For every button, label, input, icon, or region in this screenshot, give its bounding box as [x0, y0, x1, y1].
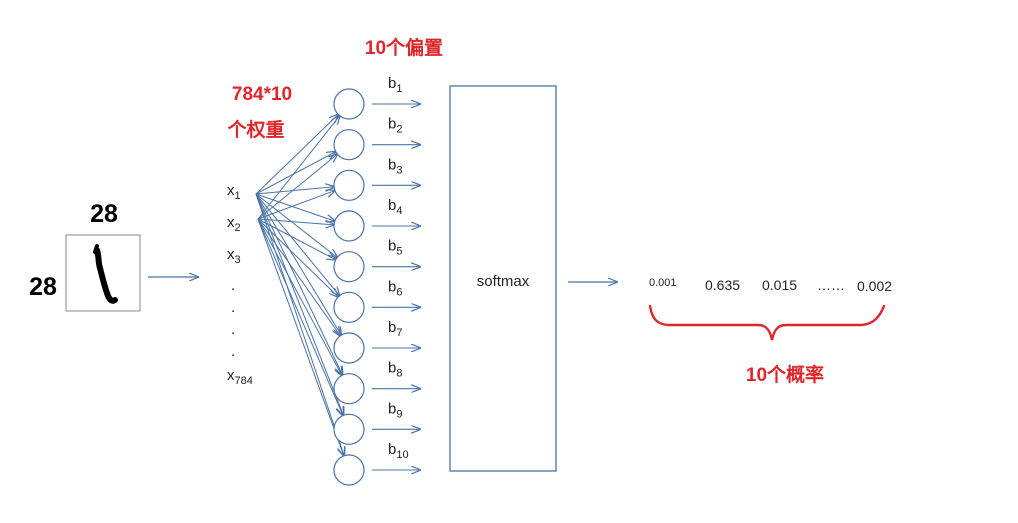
weight-connection	[255, 152, 336, 195]
weights-label-line1: 784*10	[232, 84, 292, 105]
bias-label: 10个偏置	[365, 36, 443, 59]
input-dot: .	[231, 321, 235, 338]
weight-connection	[257, 191, 335, 220]
neuron	[333, 413, 365, 445]
neuron	[333, 251, 365, 283]
weight-connection	[257, 154, 337, 220]
weight-connection	[255, 114, 338, 195]
neuron	[333, 373, 365, 405]
image-height-label: 28	[29, 273, 57, 301]
weight-connection	[255, 193, 341, 335]
weight-connection	[255, 193, 337, 257]
input-image	[65, 234, 141, 312]
softmax-box	[449, 85, 557, 472]
bias-term-label: b3	[388, 156, 402, 176]
bias-term-label: b6	[388, 278, 402, 298]
bias-term-label: b8	[388, 360, 402, 380]
weight-connection	[257, 218, 334, 225]
weight-connection	[255, 193, 339, 296]
weight-connection	[255, 187, 334, 195]
bias-term-label: b9	[388, 400, 402, 420]
neuron	[333, 169, 365, 201]
bias-term-label: b10	[388, 441, 409, 461]
weight-connection	[255, 193, 344, 456]
weight-connection	[255, 193, 335, 221]
digit-stroke	[94, 247, 118, 304]
softmax-label: softmax	[477, 273, 530, 290]
weight-connection	[257, 218, 344, 456]
probability-value: 0.001	[649, 277, 677, 289]
bias-term-label: b4	[388, 197, 402, 217]
image-width-label: 28	[90, 200, 118, 228]
input-label: x2	[227, 214, 241, 234]
bias-term-label: b2	[388, 116, 402, 136]
probabilities-label: 10个概率	[746, 363, 824, 386]
bias-term-label: b1	[388, 75, 402, 95]
probability-value: 0.015	[762, 277, 797, 293]
input-label: x784	[227, 367, 253, 387]
weight-connection	[257, 116, 340, 220]
neuron	[333, 210, 365, 242]
weight-connection	[255, 193, 343, 375]
weight-connections	[255, 114, 344, 456]
weight-connection	[255, 193, 343, 415]
probabilities: 0.001 0.635 0.015 …… 0.002	[649, 277, 892, 294]
probability-value: 0.002	[857, 278, 892, 294]
weights-label-line2: 个权重	[226, 118, 284, 141]
probability-ellipsis: ……	[817, 277, 845, 293]
neuron	[333, 88, 365, 120]
neuron	[333, 454, 365, 486]
input-label: x1	[227, 182, 241, 202]
neuron	[333, 332, 365, 364]
bias-term-label: b5	[388, 238, 402, 258]
weight-connection	[257, 218, 342, 375]
neuron	[333, 129, 365, 161]
input-label: x3	[227, 246, 241, 266]
weight-connection	[257, 218, 343, 416]
output-neurons: b1 b2 b3 b4 b5 b6 b7 b8 b9 b10	[333, 75, 420, 486]
bias-term-label: b7	[388, 319, 402, 339]
input-dot: .	[231, 343, 235, 360]
neuron	[333, 291, 365, 323]
input-labels: x1 x2 x3 . . . . x784	[227, 182, 253, 387]
weight-connection	[257, 218, 340, 336]
weight-connection	[257, 218, 336, 260]
probability-value: 0.635	[705, 277, 740, 293]
input-dot: .	[231, 299, 235, 316]
input-dot: .	[231, 277, 235, 294]
probabilities-brace	[648, 304, 886, 341]
